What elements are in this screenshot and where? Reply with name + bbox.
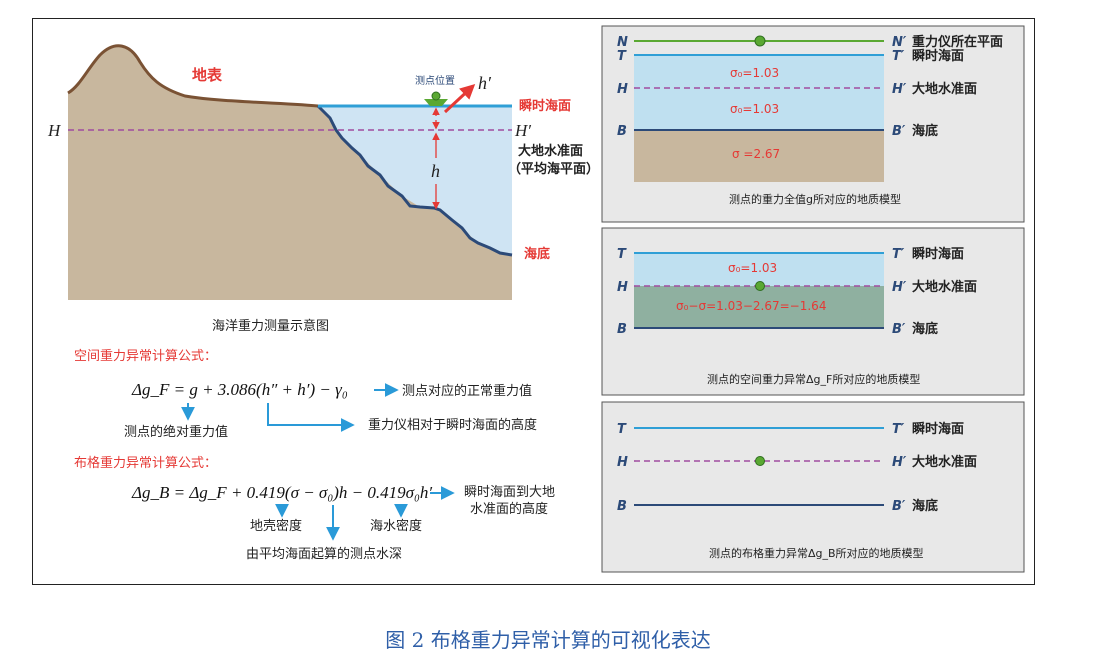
N-right: N′ [892,35,907,50]
T-right-label: 瞬时海面 [912,48,964,64]
panel-full-gravity: N T H B N′ 重力仪所在平面 T′ 瞬时海面 H′ 大地水准面 B′ 海… [601,25,1025,223]
free-air-formula: Δg_F = g + 3.086(h″ + h′) − γ₀ [131,380,348,399]
diagram-caption: 海洋重力测量示意图 [212,318,329,334]
N-right-label: 重力仪所在平面 [912,34,1003,50]
H-left: H [617,280,628,295]
H-right-label: 大地水准面 [912,279,977,295]
bouguer-formula: Δg_B = Δg_F + 0.419(σ − σ₀)h − 0.419σ₀h′ [131,483,432,502]
B-left: B [617,124,627,139]
station-label: 测点位置 [415,74,455,87]
crust-density-note: 地壳密度 [250,518,302,534]
T-left: T [617,49,627,64]
figure-caption: 图 2 布格重力异常计算的可视化表达 [385,628,711,652]
H-right: H′ [892,280,907,295]
instant-sea-label: 瞬时海面 [519,98,571,114]
panel-free-air-anomaly: T H B T′ 瞬时海面 H′ 大地水准面 B′ 海底 σ₀=1.03 σ₀−… [601,227,1025,396]
B-left: B [617,322,627,337]
N-left: N [617,35,628,50]
T-right-label: 瞬时海面 [912,246,964,262]
station-dot [755,456,765,466]
h-label: h [431,161,440,181]
B-right: B′ [892,322,906,337]
sigma-crust: σ =2.67 [732,147,780,161]
bouguer-title: 布格重力异常计算公式： [74,455,217,471]
panel2-caption: 测点的空间重力异常Δg_F所对应的地质模型 [707,372,920,386]
absolute-gravity-note: 测点的绝对重力值 [124,424,228,440]
B-right-label: 海底 [912,498,938,514]
formulas-section: 空间重力异常计算公式： Δg_F = g + 3.086(h″ + h′) − … [74,348,555,562]
seabed-label: 海底 [524,246,550,262]
depth-note: 由平均海面起算的测点水深 [246,546,402,562]
H-left-label: H [47,121,62,140]
T-left: T [617,247,627,262]
land-label: 地表 [192,66,223,84]
sigma0-seawater: σ₀=1.03 [728,261,777,275]
meter-height-arrow [267,403,355,432]
panel-bouguer-anomaly: T H B T′ 瞬时海面 H′ 大地水准面 B′ 海底 测点的布格重力异常Δg… [601,401,1025,573]
panel3-caption: 测点的布格重力异常Δg_B所对应的地质模型 [709,546,924,560]
B-left: B [617,499,627,514]
h-prime-arrow [443,83,476,114]
station-dot [755,281,765,291]
geoid-label-2: （平均海平面） [508,161,599,177]
seabed-line [316,104,513,257]
T-right-label: 瞬时海面 [912,421,964,437]
meter-height-note: 重力仪相对于瞬时海面的高度 [368,417,537,433]
H-right: H′ [892,82,907,97]
land-surface-line [67,44,319,108]
B-right-label: 海底 [912,321,938,337]
sigma0-lower: σ₀=1.03 [730,102,779,116]
seawater-density-note: 海水密度 [370,518,422,534]
H-right-label: 大地水准面 [912,454,977,470]
normal-gravity-note: 测点对应的正常重力值 [402,383,532,399]
layer-seawater-lower [634,88,884,130]
ocean-measurement-diagram: 地表 测点位置 h′ 瞬时海面 H H′ 大地水准面 （平均海平面） h 海底 … [47,44,599,334]
sea-to-geoid-note-2: 水准面的高度 [470,501,548,517]
T-right: T′ [892,49,905,64]
T-right: T′ [892,422,905,437]
B-right: B′ [892,124,906,139]
T-right: T′ [892,247,905,262]
figure-frame [32,18,1035,585]
B-right-label: 海底 [912,123,938,139]
H-right-label: 大地水准面 [912,81,977,97]
figure-canvas: 地表 测点位置 h′ 瞬时海面 H H′ 大地水准面 （平均海平面） h 海底 … [47,25,1025,573]
layer-seawater [634,253,884,286]
station-dot [431,91,441,101]
B-right: B′ [892,499,906,514]
H-right-label: H′ [514,121,531,140]
density-difference: σ₀−σ=1.03−2.67=−1.64 [676,299,826,313]
T-left: T [617,422,627,437]
H-left: H [617,82,628,97]
sea-water [318,106,512,255]
sigma0-upper: σ₀=1.03 [730,66,779,80]
layer-seawater-upper [634,55,884,88]
sea-to-geoid-note-1: 瞬时海面到大地 [464,485,555,500]
H-left: H [617,455,628,470]
land-mass [68,45,512,300]
h-prime-label: h′ [478,73,492,93]
station-boat-icon [424,99,448,106]
layer-density-diff [634,286,884,328]
station-dot [754,35,766,47]
free-air-title: 空间重力异常计算公式： [74,348,217,364]
geoid-label-1: 大地水准面 [518,143,583,159]
layer-crust [634,130,884,182]
H-right: H′ [892,455,907,470]
panel1-caption: 测点的重力全值g所对应的地质模型 [729,192,901,206]
